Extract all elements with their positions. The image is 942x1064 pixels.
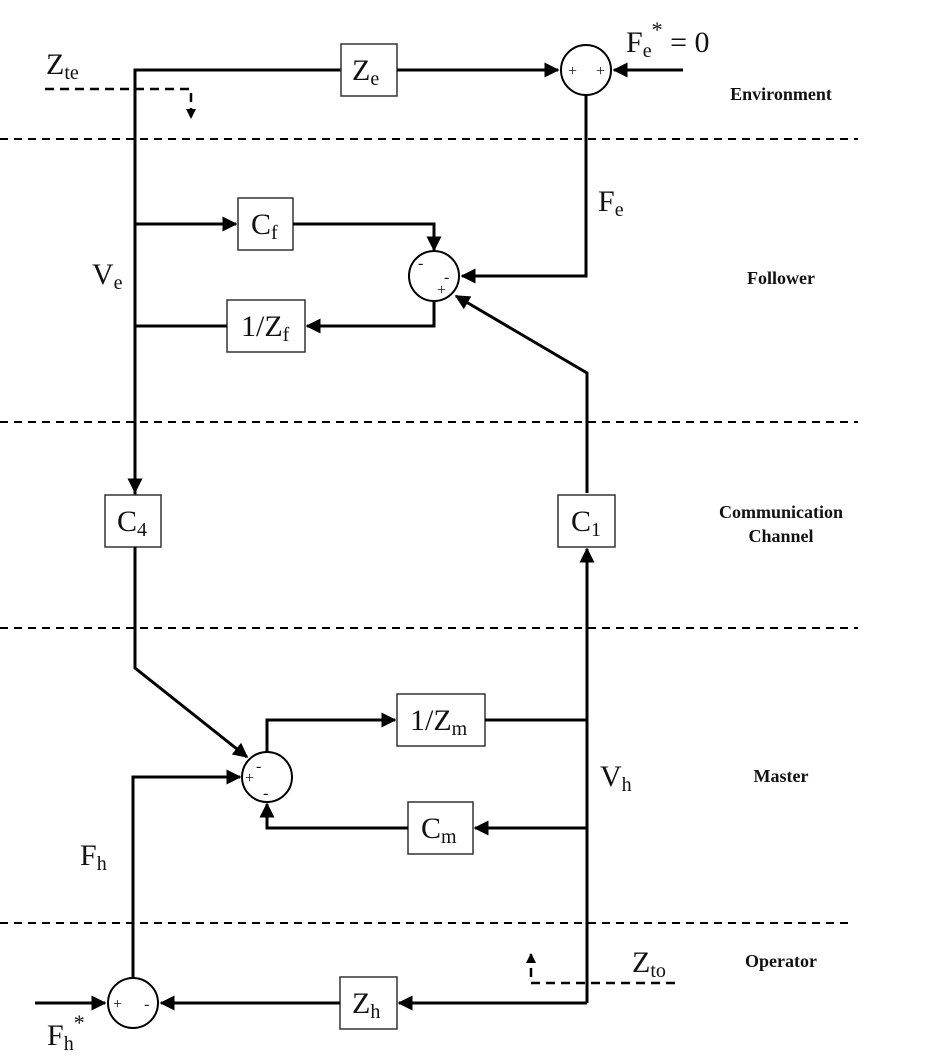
region-label-communication-line1: Communication bbox=[719, 502, 843, 522]
block-inv-Zm-label: 1/Zm bbox=[410, 704, 468, 740]
sum-to-invZf-arrow bbox=[305, 301, 436, 334]
block-C1-label: C1 bbox=[571, 505, 601, 541]
Fe-wire bbox=[460, 95, 588, 284]
block-C4 bbox=[104, 494, 162, 548]
sum-operator-sign-left: + bbox=[113, 996, 122, 1013]
block-C1 bbox=[557, 494, 616, 548]
region-label-follower: Follower bbox=[747, 268, 815, 288]
sum-follower-sign-top: - bbox=[418, 255, 423, 272]
signal-label-Fe: Fe bbox=[598, 185, 624, 221]
sum-env-sign-left: + bbox=[568, 63, 577, 80]
Zto-disturbance-path bbox=[526, 953, 675, 985]
block-C4-label: C4 bbox=[117, 505, 147, 541]
signal-label-Ve: Ve bbox=[92, 258, 123, 294]
region-label-operator: Operator bbox=[745, 951, 817, 971]
region-label-master: Master bbox=[754, 766, 809, 786]
signal-label-Fh: Fh bbox=[80, 839, 107, 875]
block-inv-Zf-label: 1/Zf bbox=[241, 310, 290, 346]
sum-follower-sign-right: - bbox=[444, 269, 449, 286]
signal-label-Zte: Zte bbox=[46, 48, 79, 84]
summing-junction-follower bbox=[408, 250, 460, 302]
sum-to-invZm-arrow bbox=[265, 712, 397, 752]
summing-junction-operator bbox=[107, 977, 159, 1029]
region-label-communication-line2: Channel bbox=[748, 526, 813, 546]
sum-master-sign-bottom: - bbox=[263, 785, 268, 802]
Cf-to-sum-arrow bbox=[293, 222, 442, 252]
block-Ze bbox=[340, 43, 398, 97]
C4-to-master-sum-arrow bbox=[133, 547, 249, 759]
signal-label-Vh: Vh bbox=[600, 760, 632, 796]
signal-label-Zto: Zto bbox=[632, 946, 666, 982]
Cm-to-sum-arrow bbox=[259, 802, 408, 830]
region-label-environment: Environment bbox=[730, 84, 832, 104]
Zte-disturbance-path bbox=[45, 87, 196, 119]
Ve-wire-trunk bbox=[133, 68, 341, 505]
block-Zh-label: Zh bbox=[352, 987, 380, 1023]
sum-master-sign-top: - bbox=[256, 758, 261, 775]
sum-env-sign-right: + bbox=[596, 63, 605, 80]
signal-label-Fe-star: Fe* = 0 bbox=[626, 17, 710, 62]
block-Cf bbox=[237, 197, 294, 251]
signal-label-Fh-star: Fh* bbox=[47, 1010, 85, 1055]
sum-follower-sign-bottom: + bbox=[437, 282, 446, 299]
block-Zh bbox=[339, 976, 398, 1030]
block-Cf-label: Cf bbox=[251, 208, 278, 244]
Fh-wire bbox=[131, 769, 242, 978]
block-Cm bbox=[407, 801, 474, 855]
sum-operator-sign-right: - bbox=[144, 996, 149, 1013]
C1-to-follower-sum-arrow bbox=[454, 294, 589, 493]
block-Ze-label: Ze bbox=[352, 54, 379, 90]
block-Cm-label: Cm bbox=[421, 812, 457, 848]
sum-master-sign-left: + bbox=[245, 770, 254, 787]
